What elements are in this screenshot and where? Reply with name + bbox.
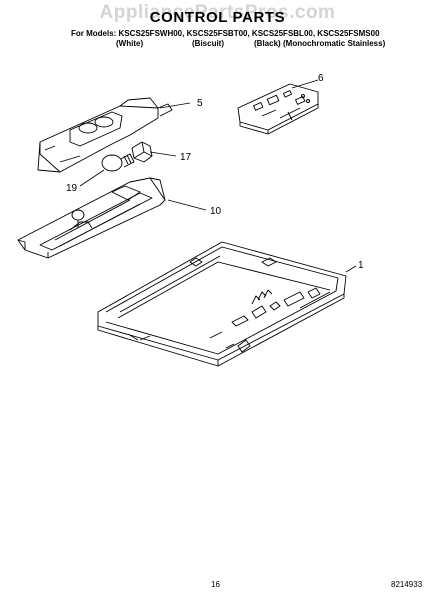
- color-biscuit: (Biscuit): [192, 39, 224, 48]
- page-title: CONTROL PARTS: [149, 9, 286, 26]
- callout-19: 19: [66, 183, 78, 194]
- watermark: AppliancePartsPros.com: [99, 2, 336, 23]
- callout-6: 6: [318, 73, 324, 84]
- part-17-socket: [131, 141, 153, 163]
- color-black: (Black): [254, 39, 281, 48]
- part-5-light-housing: [37, 97, 173, 173]
- models-line: For Models: KSCS25FSWH00, KSCS25FSBT00, …: [71, 29, 380, 38]
- part-10-light-shield: [17, 177, 166, 259]
- leader-lines: [79, 79, 357, 273]
- part-1-control-panel: [97, 241, 347, 367]
- document-number: 8214933: [391, 580, 423, 589]
- page-number: 16: [211, 580, 220, 589]
- callout-17: 17: [180, 152, 192, 163]
- color-white: (White): [116, 39, 144, 48]
- callout-10: 10: [210, 206, 222, 217]
- part-6-control-board: [237, 83, 319, 135]
- callout-1: 1: [358, 260, 364, 271]
- color-stainless: (Monochromatic Stainless): [283, 39, 386, 48]
- part-19-bulb: [101, 153, 135, 172]
- callout-5: 5: [197, 98, 203, 109]
